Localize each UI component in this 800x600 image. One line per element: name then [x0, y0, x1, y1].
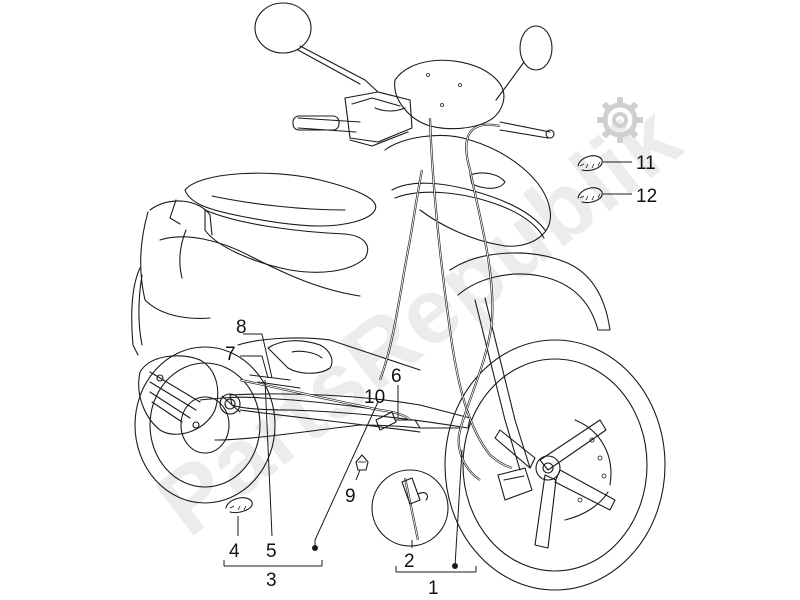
- callout-1: 1: [428, 578, 439, 599]
- callout-10: 10: [364, 387, 385, 408]
- part-clip-11: [577, 155, 603, 172]
- part-clip-9: [355, 454, 369, 471]
- rear-wheel: [134, 346, 276, 504]
- left-mirror: [254, 2, 312, 54]
- callout-numbers: 11 12 8 7 10 6 9 4 5 3 2 1: [225, 153, 657, 599]
- leader-lines: [223, 161, 632, 573]
- muffler: [138, 355, 219, 435]
- callout-9: 9: [345, 486, 356, 507]
- right-mirror: [519, 25, 553, 71]
- watermark-text: PartsRepublik: [139, 86, 700, 555]
- callout-7: 7: [225, 344, 236, 365]
- detail-circle: [371, 469, 449, 547]
- part-clip-12: [577, 187, 603, 204]
- scooter-outline: [131, 2, 666, 591]
- callout-2: 2: [404, 551, 415, 572]
- callout-5: 5: [266, 541, 277, 562]
- callout-11: 11: [636, 153, 656, 174]
- watermark: PartsRepublik: [139, 86, 700, 555]
- callout-3: 3: [266, 570, 277, 591]
- gear-icon: [597, 97, 643, 143]
- part-clip-4: [225, 497, 253, 514]
- callout-8: 8: [236, 317, 247, 338]
- callout-4: 4: [229, 541, 240, 562]
- front-wheel: [444, 339, 666, 591]
- callout-6: 6: [391, 366, 402, 387]
- cables: [239, 117, 513, 481]
- callout-12: 12: [636, 186, 657, 207]
